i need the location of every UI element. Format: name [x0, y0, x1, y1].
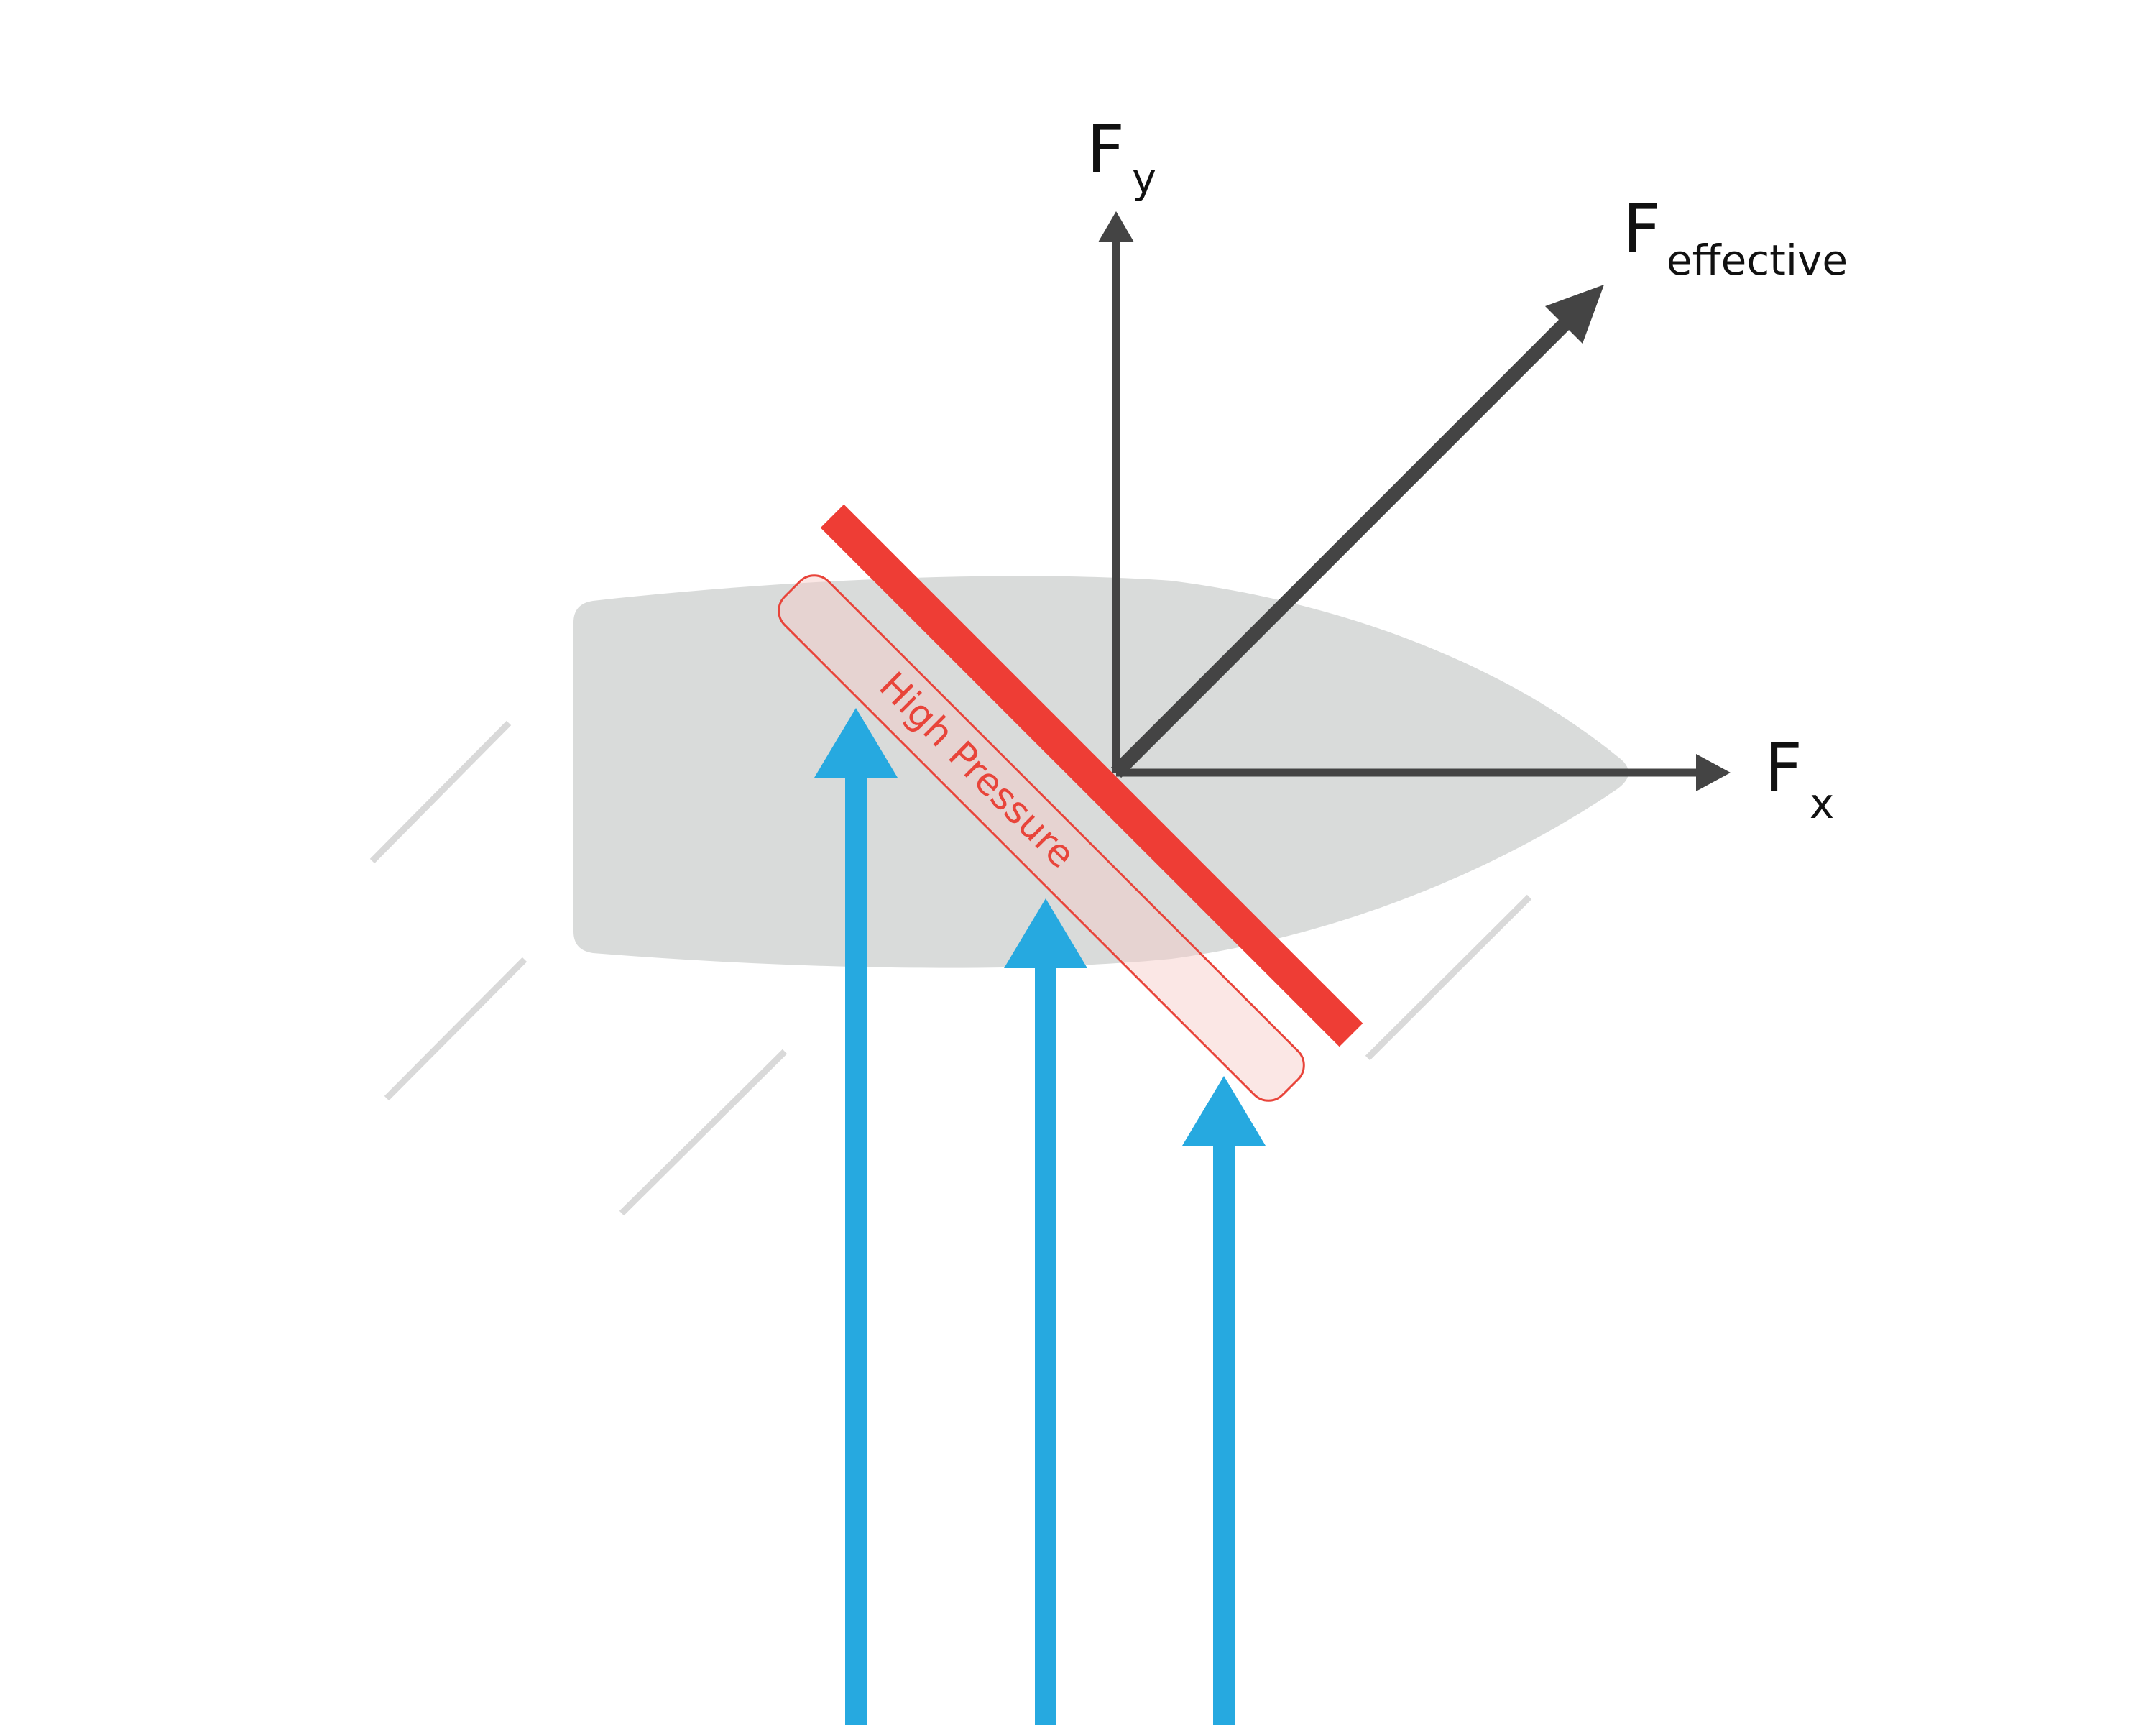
- fy-arrow-head: [1098, 211, 1134, 242]
- wake-lines: [369, 720, 1532, 1216]
- high-pressure-box: [778, 574, 1305, 1102]
- f-effective-label-sub: effective: [1667, 236, 1848, 285]
- wind-arrow-head: [1182, 1076, 1266, 1146]
- f-effective-label-main: F: [1623, 190, 1661, 267]
- fx-label-main: F: [1764, 730, 1802, 806]
- wake-line: [369, 720, 512, 864]
- wind-arrow: [814, 708, 898, 1725]
- wind-arrow-shaft: [1213, 1137, 1235, 1725]
- wind-arrow-shaft: [845, 769, 867, 1725]
- wind-arrow-shaft: [1035, 960, 1056, 1725]
- wake-line: [1365, 894, 1532, 1061]
- wind-arrow: [1004, 898, 1087, 1725]
- fy-label: F y: [1087, 111, 1156, 203]
- wind-arrows: [814, 708, 1266, 1725]
- fy-label-main: F: [1087, 111, 1125, 188]
- sail: [820, 504, 1363, 1047]
- fy-label-sub: y: [1132, 154, 1156, 203]
- f-effective-arrow-shaft: [1110, 309, 1580, 778]
- f-effective-label: F effective: [1623, 190, 1848, 285]
- wind-arrow: [1182, 1076, 1266, 1725]
- wind-arrow-head: [814, 708, 898, 778]
- fx-arrow-head: [1696, 754, 1731, 791]
- wake-line: [619, 1049, 788, 1216]
- fx-label-sub: x: [1810, 779, 1834, 828]
- fx-label: F x: [1764, 730, 1834, 828]
- f-effective-arrow-head: [1545, 285, 1604, 344]
- wake-line: [384, 957, 528, 1101]
- force-vectors: [1098, 211, 1731, 791]
- wind-arrow-head: [1004, 898, 1087, 968]
